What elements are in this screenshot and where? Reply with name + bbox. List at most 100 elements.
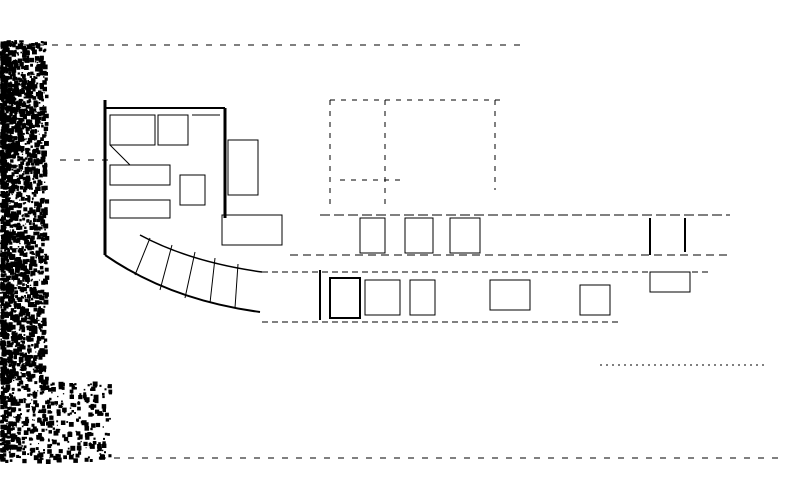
noise-speck — [3, 279, 6, 282]
noise-speck — [2, 234, 7, 239]
noise-speck — [35, 186, 38, 190]
noise-speck — [30, 279, 33, 282]
noise-speck — [37, 149, 40, 152]
noise-speck — [35, 281, 38, 284]
noise-speck — [10, 425, 12, 427]
noise-speck — [25, 423, 28, 426]
noise-speck — [24, 365, 27, 368]
noise-speck — [39, 55, 44, 60]
noise-speck — [23, 347, 25, 349]
noise-speck — [3, 256, 9, 261]
noise-speck — [16, 124, 21, 130]
noise-speck — [28, 222, 32, 225]
noise-speck — [28, 263, 33, 268]
noise-speck — [102, 408, 106, 412]
noise-speck — [23, 385, 28, 390]
noise-speck — [0, 431, 5, 436]
noise-speck — [44, 236, 50, 241]
noise-speck — [8, 205, 14, 211]
noise-speck — [87, 384, 90, 387]
noise-speck — [15, 194, 20, 198]
noise-speck — [21, 40, 24, 43]
noise-speck — [39, 212, 43, 216]
noise-speck — [11, 402, 14, 405]
noise-speck — [8, 67, 13, 72]
noise-speck — [29, 251, 33, 254]
noise-speck — [3, 77, 9, 83]
noise-speck — [102, 443, 107, 448]
noise-speck — [24, 357, 28, 361]
noise-speck — [8, 342, 13, 348]
noise-speck — [37, 184, 39, 186]
noise-speck — [22, 458, 27, 464]
noise-speck — [34, 428, 39, 432]
noise-speck — [38, 306, 41, 309]
noise-speck — [26, 44, 32, 50]
noise-speck — [16, 446, 22, 452]
noise-speck — [23, 171, 25, 173]
noise-speck — [3, 273, 5, 276]
noise-speck — [14, 40, 17, 43]
noise-speck — [23, 186, 28, 191]
noise-speck — [20, 266, 25, 271]
noise-speck — [13, 310, 16, 313]
noise-speck — [27, 387, 30, 390]
noise-speck — [17, 260, 23, 266]
noise-speck — [13, 254, 16, 256]
noise-speck — [20, 196, 25, 201]
noise-speck — [26, 195, 28, 197]
noise-speck — [2, 320, 6, 324]
noise-speck — [101, 414, 104, 416]
noise-speck — [25, 131, 29, 135]
noise-speck — [11, 298, 16, 302]
noise-speck — [81, 420, 87, 426]
noise-speck — [34, 330, 38, 334]
noise-speck — [14, 223, 18, 228]
noise-speck — [3, 66, 8, 72]
noise-speck — [23, 78, 27, 81]
noise-speck — [1, 100, 3, 102]
noise-speck — [13, 280, 15, 282]
noise-speck — [9, 50, 11, 52]
noise-speck — [3, 307, 7, 311]
noise-speck — [35, 251, 41, 257]
noise-speck — [23, 367, 27, 371]
noise-speck — [11, 452, 16, 457]
noise-speck — [28, 437, 33, 441]
noise-speck — [56, 424, 58, 426]
noise-speck — [41, 201, 44, 204]
noise-speck — [41, 458, 44, 460]
noise-speck — [33, 419, 35, 421]
noise-speck — [1, 227, 6, 232]
noise-speck — [1, 358, 6, 362]
noise-speck — [4, 292, 8, 296]
noise-speck — [0, 268, 2, 270]
noise-speck — [9, 200, 13, 203]
noise-speck — [4, 405, 8, 409]
noise-speck — [16, 342, 18, 344]
noise-speck — [73, 458, 78, 463]
noise-speck — [0, 221, 3, 224]
noise-speck — [9, 74, 11, 76]
noise-speck — [19, 133, 21, 134]
noise-speck — [20, 106, 22, 108]
noise-speck — [0, 338, 2, 340]
noise-speck — [40, 386, 46, 391]
noise-speck — [10, 232, 14, 236]
noise-speck — [26, 67, 29, 70]
noise-speck — [44, 267, 49, 272]
noise-speck — [91, 423, 96, 428]
noise-speck — [74, 412, 76, 414]
noise-speck — [42, 379, 46, 384]
noise-speck — [18, 333, 22, 338]
noise-speck — [62, 407, 67, 413]
noise-speck — [8, 177, 12, 181]
noise-speck — [27, 245, 32, 251]
noise-speck — [0, 110, 2, 112]
noise-speck — [12, 155, 15, 157]
noise-speck — [109, 417, 111, 420]
noise-speck — [21, 364, 27, 370]
noise-speck — [47, 402, 50, 405]
noise-speck — [16, 165, 18, 167]
noise-speck — [32, 49, 37, 55]
